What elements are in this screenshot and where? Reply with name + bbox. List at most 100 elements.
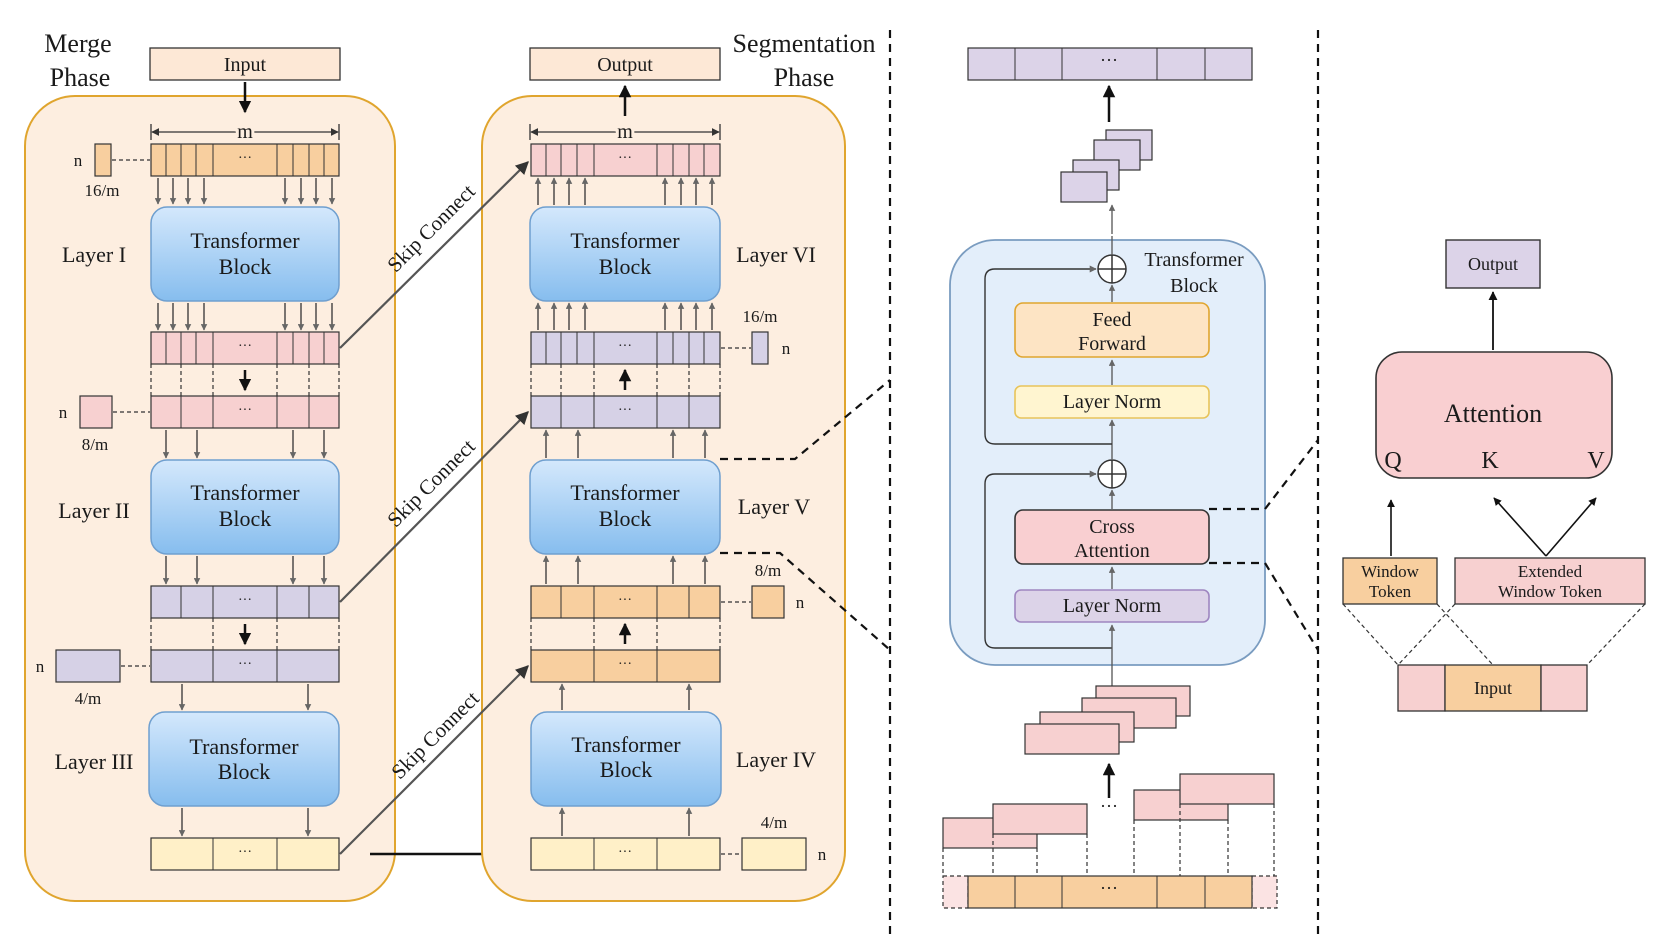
seg-ellipsis-top: ··· (618, 151, 632, 166)
seg-n-label-1: n (782, 339, 791, 358)
detail-title-line1: Transformer (1144, 249, 1244, 271)
n-label-2: n (59, 403, 68, 422)
input-right-pad (1540, 664, 1588, 712)
merge-token-row-3 (150, 395, 340, 429)
layer-6-label: Layer VI (736, 242, 816, 267)
detail-output-row (967, 47, 1253, 81)
window-token-line2: Token (1369, 582, 1412, 601)
v-label: V (1587, 448, 1605, 474)
attention-output-label: Output (1468, 254, 1518, 274)
skip-connection-3 (339, 665, 529, 855)
n-token-3 (55, 649, 121, 683)
merge-token-row-1 (150, 143, 340, 177)
ellipsis-row6: ··· (238, 845, 252, 860)
block6-line2: Block (599, 254, 652, 279)
q-label: Q (1384, 448, 1401, 474)
cross-attention-line2: Attention (1074, 540, 1150, 562)
pink-stack-d (1024, 723, 1120, 755)
input-pad-left (942, 875, 969, 909)
merge-title-line1: Merge (44, 29, 111, 58)
block5-line2: Block (599, 506, 652, 531)
ellipsis-row5: ··· (238, 657, 252, 672)
seg-n-token-4 (741, 837, 807, 871)
merge-token-row-5 (150, 649, 340, 683)
cross-attention-line1: Cross (1089, 516, 1135, 538)
ellipsis-row4: ··· (238, 593, 252, 608)
transformer-block-layer-5 (529, 459, 721, 555)
detail-ellipsis-mid: ··· (1100, 796, 1118, 816)
n-label-3: n (36, 657, 45, 676)
ratio-16-merge: 16/m (85, 181, 120, 200)
merge-token-row-6 (150, 837, 340, 871)
attention-box (1375, 351, 1613, 479)
skip-connection-2 (339, 411, 529, 603)
seg-token-row-bottom (530, 837, 721, 871)
input-left-pad (1397, 664, 1446, 712)
ellipsis-row3: ··· (238, 403, 252, 418)
feed-forward-line1: Feed (1093, 309, 1132, 331)
transformer-block-layer-4 (530, 711, 722, 807)
stack-token-d (1060, 171, 1108, 203)
seg-token-row-2 (530, 331, 721, 365)
block3-line1: Transformer (189, 734, 299, 759)
seg-n-label-2: n (796, 593, 805, 612)
merge-token-row-4 (150, 585, 340, 619)
merge-token-row-2 (150, 331, 340, 365)
merge-title-line2: Phase (50, 63, 111, 92)
extended-window-token-box (1454, 557, 1646, 605)
feed-forward-box (1014, 302, 1210, 358)
m-label-left: m (237, 121, 253, 143)
ellipsis-row2: ··· (238, 339, 252, 354)
seg-n-token-8 (751, 585, 785, 619)
block5-line1: Transformer (570, 480, 680, 505)
ratio-4-seg: 4/m (761, 813, 787, 832)
seg-ellipsis-5: ··· (618, 657, 632, 672)
detail-input-row (967, 875, 1253, 909)
m-label-right: m (617, 121, 633, 143)
transformer-block-layer-2 (150, 459, 340, 555)
n-token-1 (94, 143, 112, 177)
layer-norm-top-label: Layer Norm (1063, 391, 1162, 413)
n-label-1: n (74, 151, 83, 170)
layer-norm-bottom-label: Layer Norm (1063, 595, 1162, 617)
seg-token-row-4 (530, 585, 721, 619)
input-pad-right (1251, 875, 1278, 909)
seg-ellipsis-6: ··· (618, 845, 632, 860)
layer-norm-top-box (1014, 385, 1210, 419)
ratio-16-seg: 16/m (743, 307, 778, 326)
skip-connection-1 (339, 161, 529, 349)
seg-title-line2: Phase (774, 63, 835, 92)
transformer-block-layer-3 (148, 711, 340, 807)
detail-title-line2: Block (1170, 275, 1218, 297)
block3-line2: Block (218, 759, 271, 784)
window-token-line1: Window (1361, 562, 1420, 581)
block1-line1: Transformer (190, 228, 300, 253)
attention-input-label: Input (1474, 678, 1512, 698)
seg-n-token-16 (751, 331, 769, 365)
transformer-block-layer-1 (150, 206, 340, 302)
window-token-box (1342, 557, 1438, 605)
layer-1-label: Layer I (62, 242, 126, 267)
output-box (529, 47, 721, 81)
seg-token-row-5 (530, 649, 721, 683)
seg-token-row-top (530, 143, 721, 177)
seg-token-row-3 (530, 395, 721, 429)
layer-5-label: Layer V (738, 494, 810, 519)
attention-output-box (1445, 239, 1541, 289)
block4-line1: Transformer (571, 732, 681, 757)
layer-3-label: Layer III (55, 749, 134, 774)
skip-label-3: Skip Connect (386, 686, 484, 784)
detail-ellipsis-top: ··· (1100, 50, 1118, 70)
transformer-block-layer-6 (529, 206, 721, 302)
block2-line1: Transformer (190, 480, 300, 505)
layer-4-label: Layer IV (736, 747, 816, 772)
extended-line1: Extended (1518, 562, 1583, 581)
cross-attention-box (1014, 509, 1210, 565)
window-b2 (1179, 773, 1275, 805)
block4-line2: Block (600, 757, 653, 782)
n-token-2 (79, 395, 113, 429)
extended-line2: Window Token (1498, 582, 1603, 601)
ratio-8-seg: 8/m (755, 561, 781, 580)
block2-line2: Block (219, 506, 272, 531)
